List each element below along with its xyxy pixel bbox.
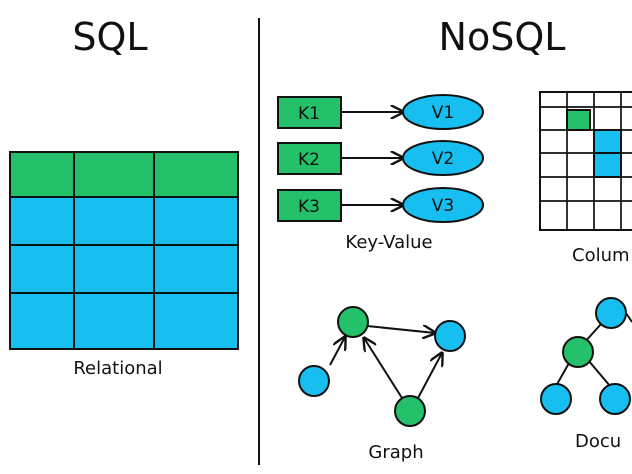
value-ellipse [402, 140, 484, 176]
value-label: V1 [432, 103, 454, 123]
key-box [277, 142, 342, 175]
document-node-blue-top [595, 297, 627, 329]
value-label: V2 [432, 149, 454, 169]
document-node-blue-left [540, 383, 572, 415]
graph-node-blue-right [434, 320, 466, 352]
relational-table: Relational [9, 151, 239, 379]
kv-pair-1: K1 V1 [277, 94, 484, 130]
graph-edge [417, 353, 442, 399]
graph-node-green-bottom [394, 395, 426, 427]
graph-node-blue-left [298, 365, 330, 397]
document-node-green-middle [562, 336, 594, 368]
value-ellipse [402, 187, 484, 223]
column-blue-cell [593, 152, 622, 178]
column-blue-cell [593, 129, 622, 154]
column-green-cell [566, 109, 591, 131]
nosql-heading: NoSQL [439, 15, 566, 59]
graph-edge [364, 338, 403, 399]
relational-body [9, 196, 239, 350]
graph-edge [366, 326, 435, 333]
document-node-blue-right [599, 383, 631, 415]
kv-pair-2: K2 V2 [277, 140, 484, 176]
document-label: Docu [575, 431, 621, 452]
key-value-label: Key-Value [345, 232, 432, 253]
key-value-diagram: K1 V1 K2 V2 K3 V3 Key-Value [277, 94, 484, 253]
relational-label: Relational [73, 358, 162, 379]
graph-label: Graph [368, 442, 423, 463]
relational-header-row [9, 151, 239, 198]
sql-heading: SQL [72, 15, 147, 59]
key-label: K1 [298, 104, 320, 124]
key-label: K2 [298, 150, 320, 170]
value-ellipse [402, 94, 484, 130]
key-box [277, 96, 342, 129]
graph-edge [329, 337, 345, 366]
kv-pair-3: K3 V3 [277, 187, 484, 223]
column-label: Colum [572, 245, 630, 266]
key-box [277, 189, 342, 222]
key-label: K3 [298, 197, 320, 217]
document-diagram: Docu [540, 297, 632, 452]
value-label: V3 [432, 196, 454, 216]
graph-node-green-top [337, 306, 369, 338]
column-store-diagram: Colum [539, 91, 632, 266]
graph-diagram: Graph [298, 306, 466, 463]
